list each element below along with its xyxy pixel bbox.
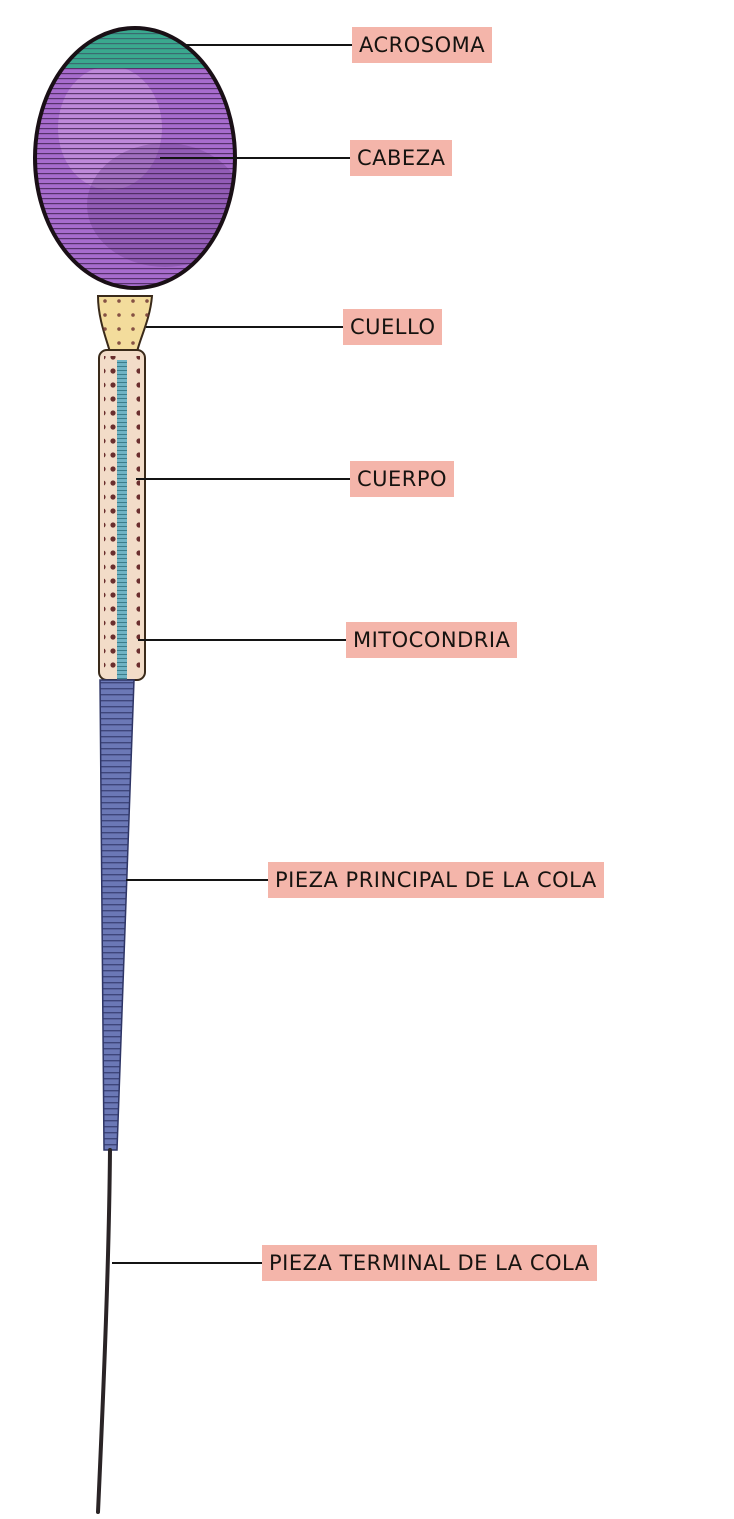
label-head: CABEZA: [350, 140, 453, 176]
leader-line-acrosome: [185, 44, 353, 46]
sperm-terminal-tail: [96, 1148, 112, 1514]
sperm-main-tail: [99, 679, 135, 1151]
label-body: CUERPO: [350, 461, 455, 497]
label-acrosome: ACROSOMA: [352, 27, 493, 63]
leader-line-terminal-tail: [112, 1262, 264, 1264]
label-terminal-tail: PIEZA TERMINAL DE LA COLA: [262, 1245, 597, 1281]
leader-line-body: [136, 478, 352, 480]
sperm-midpiece: [98, 349, 146, 681]
label-neck: CUELLO: [343, 309, 443, 345]
label-mitochondria: MITOCONDRIA: [346, 622, 518, 658]
label-main-tail: PIEZA PRINCIPAL DE LA COLA: [268, 862, 604, 898]
leader-line-head: [160, 157, 352, 159]
leader-line-main-tail: [126, 879, 270, 881]
leader-line-mitochondria: [138, 639, 348, 641]
leader-line-neck: [146, 326, 344, 328]
sperm-neck: [96, 295, 154, 353]
